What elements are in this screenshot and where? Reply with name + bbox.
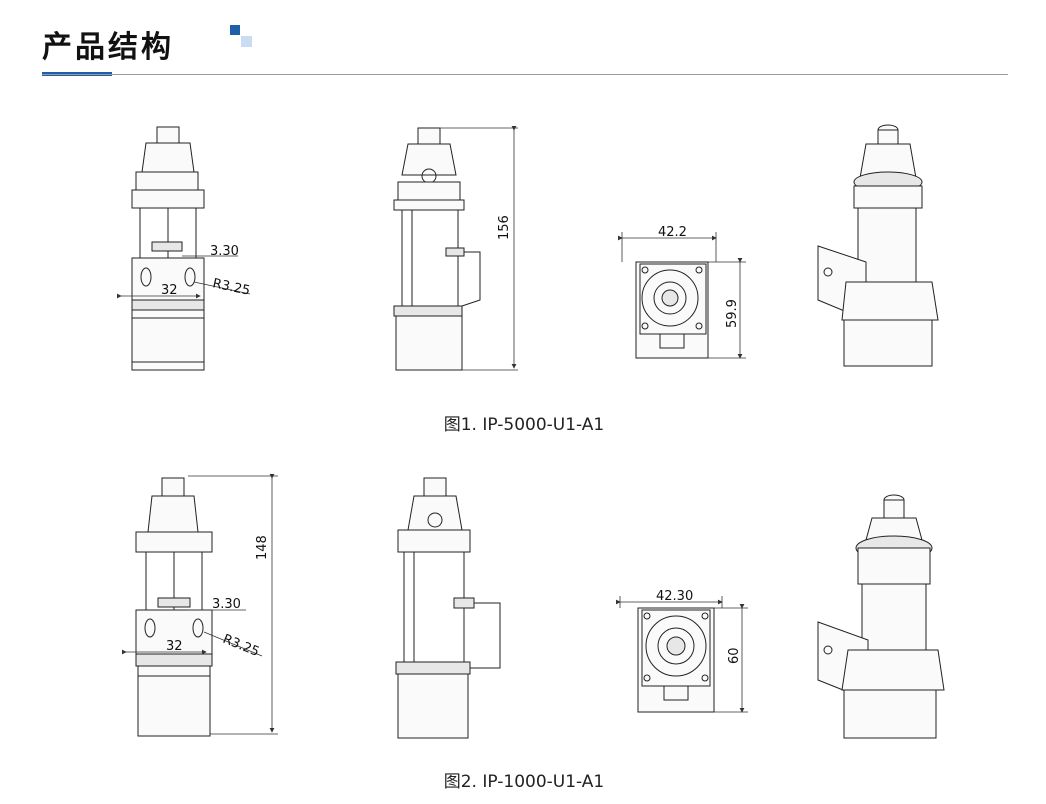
fig1-slot-width: 3.30	[210, 244, 239, 259]
fig1-hole-spacing: 32	[161, 283, 178, 298]
fig2-slot-width: 3.30	[212, 597, 241, 612]
fig2-flange-height: 60	[727, 647, 742, 664]
fig2-isometric-view	[817, 494, 945, 739]
fig1-front-view	[131, 126, 205, 371]
figure-1-caption: 图1. IP-5000-U1-A1	[443, 415, 605, 435]
fig1-isometric-view	[817, 124, 939, 367]
fig2-height: 148	[255, 535, 270, 560]
fig2-side-view	[395, 477, 501, 739]
fig2-hole-radius: R3.25	[221, 632, 262, 660]
fig1-height: 156	[497, 215, 512, 240]
fig1-flange-view: 42.2 59.9	[618, 225, 746, 359]
fig1-flange-height: 59.9	[725, 299, 740, 328]
fig1-hole-radius: R3.25	[211, 276, 251, 299]
fig1-side-view: 156	[393, 126, 518, 371]
section-title: 产品结构	[42, 30, 174, 65]
figure-2-caption: 图2. IP-1000-U1-A1	[443, 772, 605, 792]
fig1-flange-width: 42.2	[658, 225, 687, 240]
title-rule	[42, 74, 1008, 75]
fig2-hole-spacing: 32	[166, 639, 183, 654]
fig2-flange-width: 42.30	[656, 589, 693, 604]
fig2-flange-view: 42.30 60	[616, 589, 748, 713]
fig2-front-view	[135, 477, 213, 737]
title-decoration-icon	[230, 25, 252, 47]
